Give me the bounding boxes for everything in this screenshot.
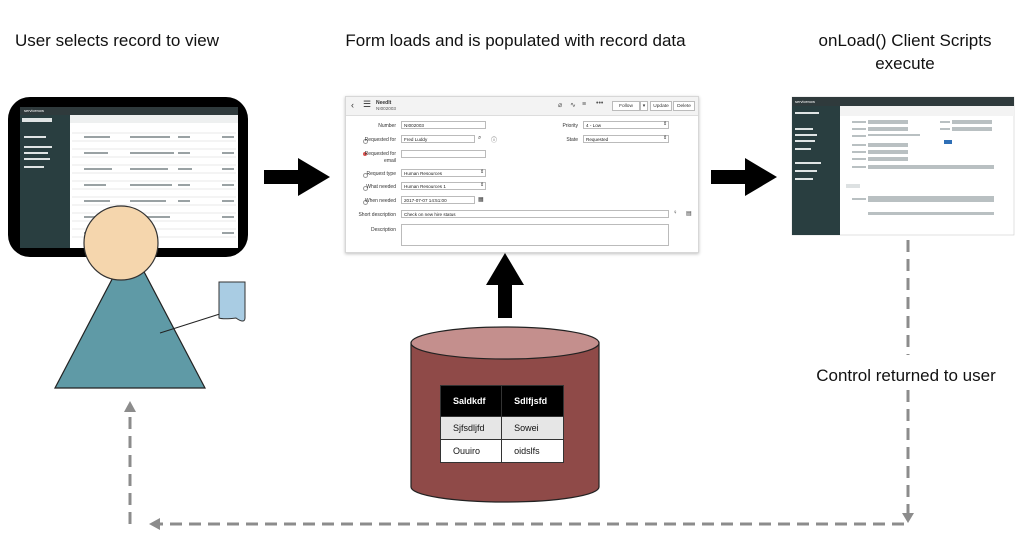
script-screen xyxy=(791,96,1015,236)
user-figure xyxy=(54,205,246,389)
requested-for-field[interactable]: Fred Luddy xyxy=(401,135,475,143)
calendar-icon[interactable]: ▦ xyxy=(478,197,484,203)
requested-for-email-label-2: email xyxy=(384,158,396,164)
menu-icon[interactable]: ☰ xyxy=(363,99,372,109)
what-needed-chevron-icon: ⇕ xyxy=(480,182,485,188)
what-needed-select[interactable]: Human Resources 1 xyxy=(401,182,486,190)
table-header-cell: Saldkdf xyxy=(439,385,503,417)
table-row: Ouuiro oidslfs xyxy=(439,439,564,463)
priority-label: Priority xyxy=(562,123,578,129)
state-select[interactable]: Requested xyxy=(583,135,669,143)
delete-button[interactable]: Delete xyxy=(673,101,695,111)
caption-onload-line2: execute xyxy=(875,54,935,73)
script-screen-logo: servicenow xyxy=(795,99,816,104)
follow-button[interactable]: Follow xyxy=(612,101,640,111)
suggestion-icon[interactable]: ♀ xyxy=(673,210,678,216)
priority-select[interactable]: 4 - Low xyxy=(583,121,669,129)
table-cell: Sowei xyxy=(501,416,564,440)
more-icon[interactable]: ••• xyxy=(596,100,604,107)
requested-for-email-label-1: Requested for xyxy=(364,151,396,157)
caption-control-returned: Control returned to user xyxy=(816,366,996,385)
number-label: Number xyxy=(378,123,396,129)
table-header-row: Saldkdf Sdlfjsfd xyxy=(439,385,564,417)
table-row: Sjfsdljfd Sowei xyxy=(439,416,564,440)
description-textarea[interactable] xyxy=(401,224,669,246)
search-knowledge-icon[interactable]: ▤ xyxy=(686,211,692,217)
attachment-icon[interactable]: ⌀ xyxy=(558,102,563,109)
table-cell: Sjfsdljfd xyxy=(439,416,503,440)
required-indicator xyxy=(363,152,367,156)
search-icon[interactable]: ⌕ xyxy=(478,135,482,141)
caption-user-selects: User selects record to view xyxy=(14,31,220,50)
table-header-cell: Sdlfjsfd xyxy=(501,385,564,417)
form-header: ‹ ☰ NeedIt NI002003 ⌀ ∿ ≡ ••• Follow ▾ U… xyxy=(346,97,698,116)
when-needed-dot xyxy=(363,200,368,205)
state-label: State xyxy=(566,137,578,143)
request-type-chevron-icon: ⇕ xyxy=(480,169,485,175)
requested-for-dot xyxy=(363,139,368,144)
caption-form-loads: Form loads and is populated with record … xyxy=(345,31,686,50)
description-label: Description xyxy=(370,227,396,233)
list-screen-logo: servicenow xyxy=(24,108,45,113)
request-type-dot xyxy=(363,173,368,178)
return-arrowhead-up xyxy=(124,401,136,412)
short-description-field[interactable]: Check on new hire status xyxy=(401,210,669,218)
when-needed-field[interactable]: 2017-07-07 14:51:00 xyxy=(401,196,475,204)
info-icon[interactable]: ⓘ xyxy=(491,138,498,144)
needit-form: ‹ ☰ NeedIt NI002003 ⌀ ∿ ≡ ••• Follow ▾ U… xyxy=(345,96,699,253)
caption-onload-line1: onLoad() Client Scripts xyxy=(818,31,992,50)
requested-for-label: Requested for xyxy=(364,137,396,143)
update-button[interactable]: Update xyxy=(650,101,672,111)
return-path xyxy=(128,240,910,526)
when-needed-label: When needed xyxy=(364,198,396,204)
table-cell: Ouuiro xyxy=(439,439,503,463)
activity-icon[interactable]: ∿ xyxy=(570,102,576,109)
return-arrowhead-left xyxy=(149,518,160,530)
state-chevron-icon: ⇕ xyxy=(663,135,668,141)
follow-dropdown-button[interactable]: ▾ xyxy=(640,101,648,111)
settings-icon[interactable]: ≡ xyxy=(582,101,587,108)
request-type-label: Request type xyxy=(366,171,396,177)
arrow-to-scripts xyxy=(711,158,777,196)
short-description-label: Short description xyxy=(358,212,396,218)
number-field[interactable]: NI002003 xyxy=(401,121,486,129)
database-table: Saldkdf Sdlfjsfd Sjfsdljfd Sowei Ouuiro … xyxy=(439,385,564,463)
list-screen xyxy=(8,97,248,257)
return-arrowhead-down xyxy=(902,513,914,523)
requested-for-email-field[interactable] xyxy=(401,150,486,158)
what-needed-label: What needed xyxy=(366,184,396,190)
table-cell: oidslfs xyxy=(501,439,564,463)
form-title: NeedIt xyxy=(376,100,392,106)
back-icon[interactable]: ‹ xyxy=(351,100,354,110)
form-subtitle: NI002003 xyxy=(376,106,396,111)
arrow-db-to-form xyxy=(486,253,524,318)
priority-chevron-icon: ⇕ xyxy=(663,121,668,127)
request-type-select[interactable]: Human Resources xyxy=(401,169,486,177)
arrow-to-form xyxy=(264,158,330,196)
what-needed-dot xyxy=(363,186,368,191)
